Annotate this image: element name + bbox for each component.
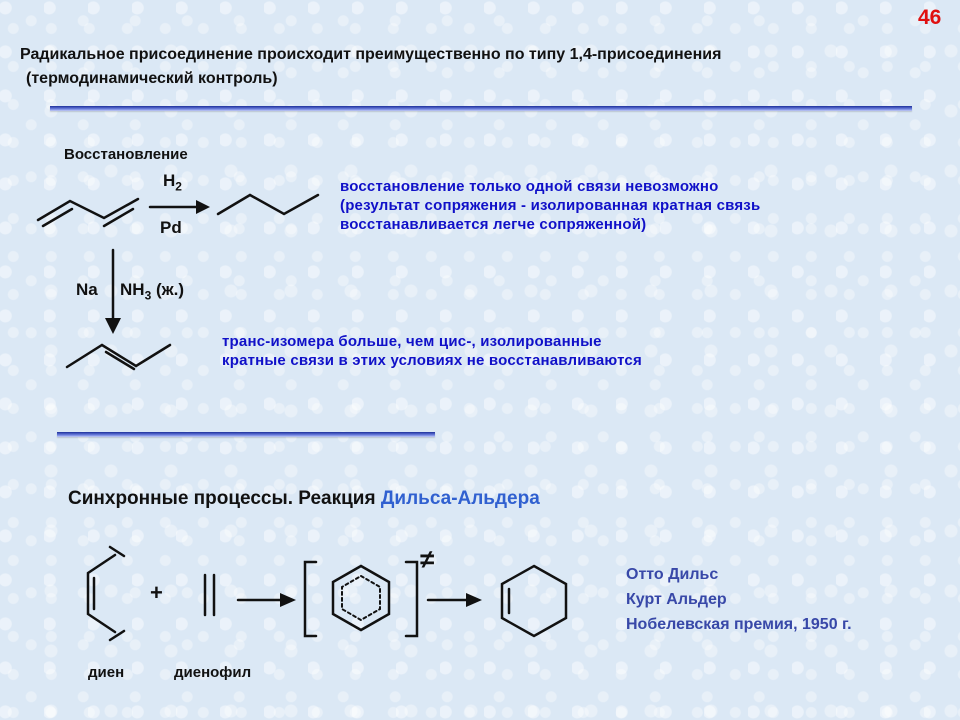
slide-header: Радикальное присоединение происходит пре… [20,43,950,91]
diels-alder-highlight: Дильса-Альдера [380,488,540,509]
cyclohexene-structure [500,564,568,638]
nh3-reagent: NH3 (ж.) [120,280,185,303]
na-note-line-2: кратные связи в этих условиях не восстан… [222,352,642,369]
transition-state-structure [331,564,391,632]
header-line-2: (термодинамический контроль) [26,70,278,87]
diene-structure [86,545,126,642]
page-number: 46 [918,6,942,29]
h2-reagent: H2 [163,171,182,194]
trans-butene-structure [65,343,172,371]
credits: Отто Дильс Курт Альдер Нобелевская преми… [626,562,852,637]
pd-note-line-1: восстановление только одной связи невозм… [340,178,719,195]
dienophile-label: диенофил [174,664,252,681]
ts-bracket-right [404,560,419,638]
header-line-1: Радикальное присоединение происходит пре… [20,46,722,63]
pd-note-line-3: восстанавливается легче сопряженной) [340,216,647,233]
butane-structure [216,193,320,216]
pd-note: восстановление только одной связи невозм… [340,177,760,234]
na-reagent: Na [76,280,98,299]
na-note-line-1: транс-изомера больше, чем цис-, изолиров… [222,333,602,350]
credit-diels: Отто Дильс [626,566,719,583]
dienophile-structure [203,573,216,617]
diene-label: диен [88,664,125,681]
pd-note-line-2: (результат сопряжения - изолированная кр… [340,197,761,214]
pd-reagent: Pd [160,218,182,237]
diels-alder-title: Синхронные процессы. Реакция Дильса-Альд… [68,488,540,509]
top-separator [50,106,912,111]
credit-alder: Курт Альдер [626,591,727,608]
transition-state-symbol: ≠ [420,544,435,574]
plus-sign: + [150,580,163,605]
reduction-title: Восстановление [64,146,188,163]
butadiene-structure [36,197,140,228]
credit-nobel: Нобелевская премия, 1950 г. [626,616,852,633]
ts-bracket-left [303,560,318,638]
middle-separator [57,432,435,437]
na-note: транс-изомера больше, чем цис-, изолиров… [222,332,642,370]
